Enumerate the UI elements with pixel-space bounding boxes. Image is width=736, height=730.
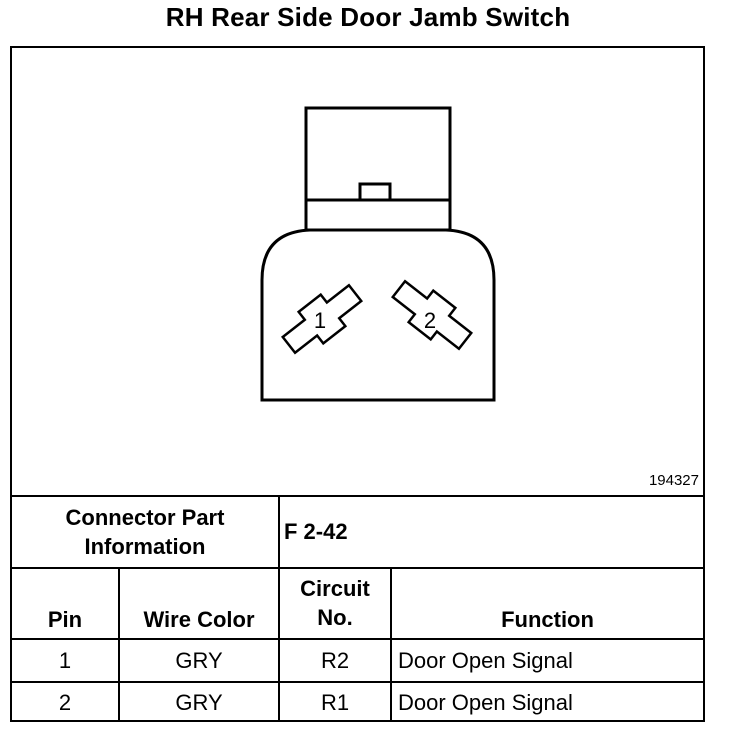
info-label-line-2: Information: [84, 534, 206, 559]
col-divider-pin: [118, 567, 120, 722]
connector-part-number: F 2-42: [284, 519, 348, 544]
latch-tab: [358, 182, 392, 202]
row-1-function: Door Open Signal: [398, 647, 573, 673]
info-row-rule: [12, 567, 703, 569]
row-1-rule: [12, 681, 703, 683]
pin-label-1: 1: [314, 308, 326, 333]
terminal-cavity-1: [280, 283, 364, 355]
connector-latch-housing: [304, 106, 452, 232]
connector-drawing: 1 2: [260, 106, 496, 402]
figure-id: 194327: [648, 472, 699, 489]
info-label-line-1: Connector Part: [65, 505, 225, 530]
col-divider-circuit: [390, 567, 392, 722]
connector-diagram: 1 2 194327: [12, 48, 703, 495]
header-wire-color: Wire Color: [143, 607, 255, 632]
pin-label-2: 2: [424, 308, 436, 333]
connector-frame: 1 2 194327 Connector Part Information F …: [10, 46, 705, 722]
diagram-title: RH Rear Side Door Jamb Switch: [165, 2, 571, 32]
header-pin: Pin: [47, 607, 83, 632]
row-2-function: Door Open Signal: [398, 689, 573, 715]
row-1-wire-color: GRY: [175, 647, 223, 673]
info-divider: [278, 495, 280, 567]
connector-part-info-label: Connector Part Information: [12, 497, 278, 567]
header-circuit-line-2: No.: [317, 605, 353, 630]
col-divider-color: [278, 567, 280, 722]
terminal-cavity-2: [390, 279, 474, 351]
table-top-rule: [12, 495, 703, 497]
row-2-wire-color: GRY: [175, 689, 223, 715]
header-circuit-line-1: Circuit: [300, 576, 370, 601]
row-2-pin: 2: [58, 689, 72, 715]
row-1-circuit: R2: [320, 647, 350, 673]
header-row-rule: [12, 638, 703, 640]
row-1-pin: 1: [58, 647, 72, 673]
header-circuit-no: Circuit No.: [280, 569, 390, 637]
row-2-circuit: R1: [320, 689, 350, 715]
header-function: Function: [501, 607, 594, 632]
connector-body: [260, 228, 496, 402]
